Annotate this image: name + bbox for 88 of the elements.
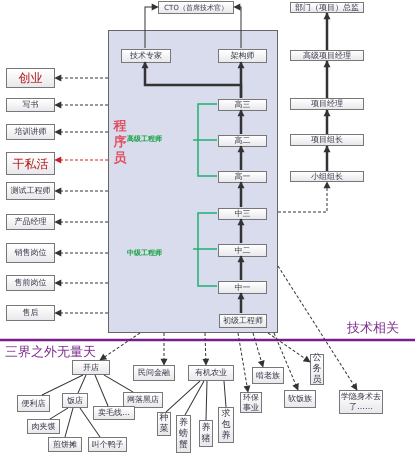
role-box: 写书 [6,98,55,112]
role-box: 高级项目经理 [290,50,364,61]
arrow [54,188,108,194]
connector-line [50,408,68,420]
arrow [324,12,330,50]
connector-line [42,374,84,396]
role-box: 便利店 [17,395,50,412]
role-box: 有机农业 [188,365,234,381]
arrow [268,332,311,362]
role-box: 初级工程师 [219,314,267,328]
group-panel [108,30,278,333]
role-box: 叫个鸭子 [88,437,127,452]
arrow [278,181,330,212]
arrow [238,181,244,207]
arrow [54,102,108,108]
role-box: 啃老族 [252,367,284,384]
connector-line [224,380,226,408]
connector-line [80,408,100,438]
connector-line [104,374,134,392]
section-title: 技术相关 [347,320,399,337]
arrow [233,4,242,48]
arrow [274,332,299,391]
role-box: 中一 [218,281,267,294]
arrow [324,145,330,171]
role-box: 干私活 [6,152,55,175]
arrow [278,266,358,391]
connector-line [78,374,86,394]
role-box: 培训讲师 [6,124,55,140]
role-box: 测试工程师 [6,182,55,200]
vertical-box: 公务员 [310,354,324,385]
arrow [202,332,210,366]
arrow [238,292,244,313]
connector-line [94,374,108,406]
role-box: 高一 [218,171,267,183]
arrow [54,156,108,164]
arrow [252,332,265,368]
role-box: 饭店 [62,393,88,408]
vertical-box: 养螃蟹 [176,415,191,453]
role-box: 肉夹馍 [27,419,60,434]
connector-line [166,380,200,412]
role-box: 项目组长 [290,134,364,146]
role-box: 创业 [6,68,55,88]
arrow [324,109,330,134]
arrow [54,250,108,256]
arrow [238,218,244,243]
arrow [160,332,168,366]
role-box: 卖毛线… [93,406,135,420]
connector-line [184,380,204,416]
role-box: 小组组长 [290,171,364,182]
arrow [238,255,244,280]
role-box: 软饭族 [284,390,316,408]
role-box: 架构师 [218,49,267,63]
role-box: 民间金融 [133,365,175,381]
role-box: 销售岗位 [6,243,55,263]
group-title: 程序员 [113,119,127,167]
role-box: 煎饼摊 [48,437,82,452]
role-box: 部门（项目）总监 [290,2,364,13]
arrow [238,109,244,134]
role-box: 项目经理 [290,98,364,110]
arrow [54,310,108,316]
role-box: 开店 [72,360,110,375]
role-box: 高三 [218,99,267,111]
arrow [144,4,159,48]
section-title: 三界之外无量天 [5,344,96,361]
role-box: 技术专家 [121,49,171,63]
vertical-box: 养猪 [199,420,213,447]
arrow [238,145,244,170]
role-box: 中三 [218,208,267,220]
role-box: 学隐身术去了…… [339,390,383,414]
vertical-box: 求包养 [218,407,234,443]
vertical-box: 种菜 [157,412,171,436]
role-box: 售后 [6,305,55,321]
arrow [99,332,140,360]
role-box: 高二 [218,135,267,147]
role-box: 中二 [218,244,267,257]
role-box: 环保事业 [240,392,262,413]
arrow [142,61,242,98]
arrow [54,280,108,286]
arrow [54,218,108,226]
connector-line [206,380,208,420]
arrow [54,74,108,82]
arrow [238,332,250,393]
role-box: 产品经理 [6,214,55,230]
role-box: 售前岗位 [6,275,55,291]
arrow [54,128,108,136]
connector-line [64,408,74,438]
role-box: 网落黑店 [123,392,163,408]
arrow [324,60,330,98]
